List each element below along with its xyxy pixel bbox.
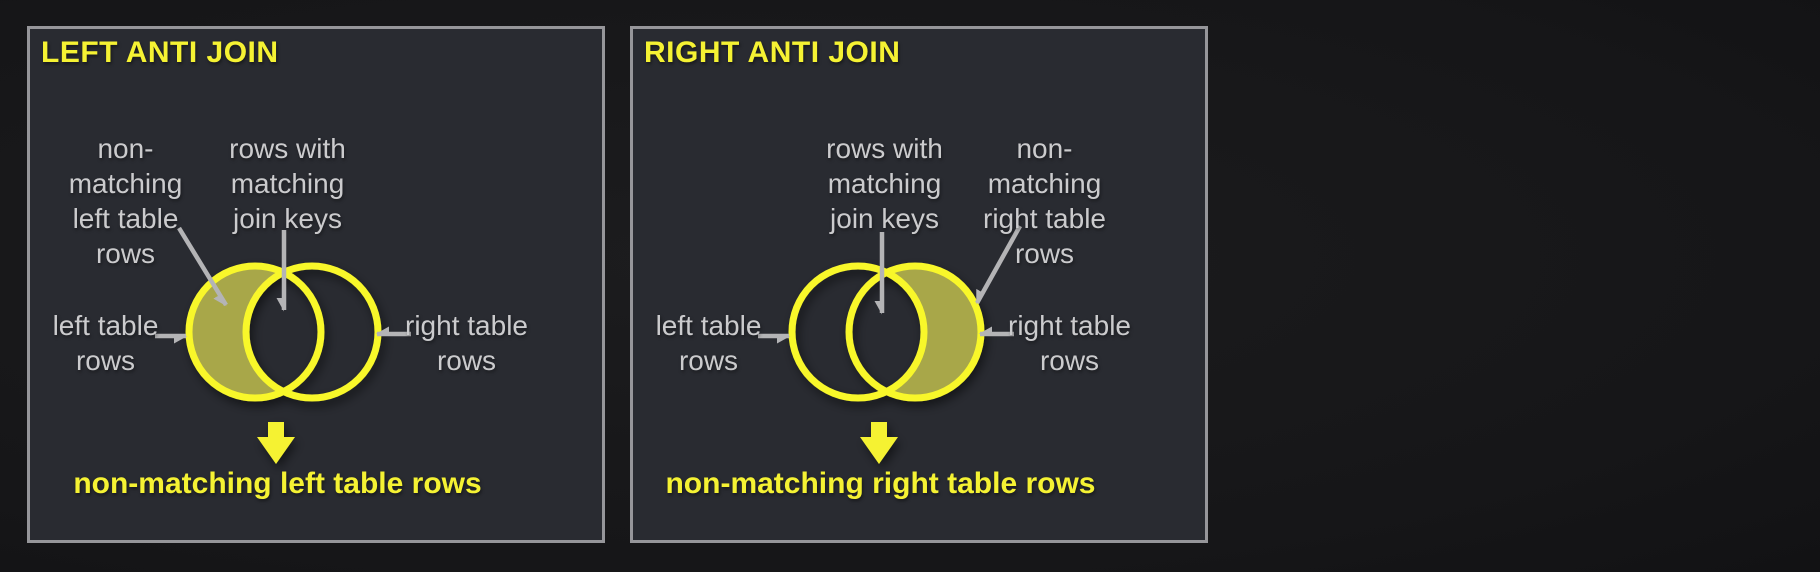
label-line: left table: [72, 203, 179, 234]
label-line: non-: [97, 133, 154, 164]
down-arrow: [860, 422, 898, 464]
label-line: left table: [655, 310, 762, 341]
label-line: right table: [983, 203, 1106, 234]
panel-title-right-anti-join: RIGHT ANTI JOIN: [644, 36, 901, 69]
label-right-table-rows: right table rows: [997, 308, 1142, 378]
label-line: rows: [1039, 345, 1100, 376]
label-line: rows: [75, 345, 136, 376]
venn-diagram-right-anti-join: [758, 224, 1022, 464]
label-line: rows: [436, 345, 497, 376]
panel-left-anti-join: LEFT ANTI JOIN: [27, 26, 605, 543]
down-arrow: [257, 422, 295, 464]
label-line: join keys: [233, 203, 342, 234]
label-line: matching: [230, 168, 345, 199]
panel-title-left-anti-join: LEFT ANTI JOIN: [41, 36, 279, 69]
panel-right-anti-join: RIGHT ANTI JOIN: [630, 26, 1208, 543]
arrow-non-matching-right-rows: [975, 224, 1022, 303]
label-non-matching-right-table-rows: non- matching right table rows: [962, 131, 1127, 271]
label-line: join keys: [830, 203, 939, 234]
label-line: left table: [52, 310, 159, 341]
label-line: right table: [1008, 310, 1131, 341]
result-text-right-anti-join: non-matching right table rows: [665, 467, 1096, 500]
label-line: rows: [1014, 238, 1075, 269]
result-text-left-anti-join: non-matching left table rows: [73, 467, 482, 500]
label-left-table-rows: left table rows: [636, 308, 781, 378]
label-left-table-rows: left table rows: [33, 308, 178, 378]
label-non-matching-left-table-rows: non- matching left table rows: [43, 131, 208, 271]
venn-diagram-left-anti-join: [155, 226, 411, 464]
left-table-circle: [788, 262, 928, 402]
left-table-circle: [185, 262, 325, 402]
label-line: rows: [95, 238, 156, 269]
arrow-non-matching-left-rows: [177, 226, 228, 305]
label-line: matching: [827, 168, 942, 199]
label-right-table-rows: right table rows: [394, 308, 539, 378]
label-line: rows: [678, 345, 739, 376]
label-rows-with-matching-join-keys: rows with matching join keys: [802, 131, 967, 236]
label-line: rows with: [826, 133, 943, 164]
label-line: right table: [405, 310, 528, 341]
label-line: matching: [68, 168, 183, 199]
label-rows-with-matching-join-keys: rows with matching join keys: [205, 131, 370, 236]
label-line: matching: [987, 168, 1102, 199]
label-line: non-: [1016, 133, 1073, 164]
label-line: rows with: [229, 133, 346, 164]
